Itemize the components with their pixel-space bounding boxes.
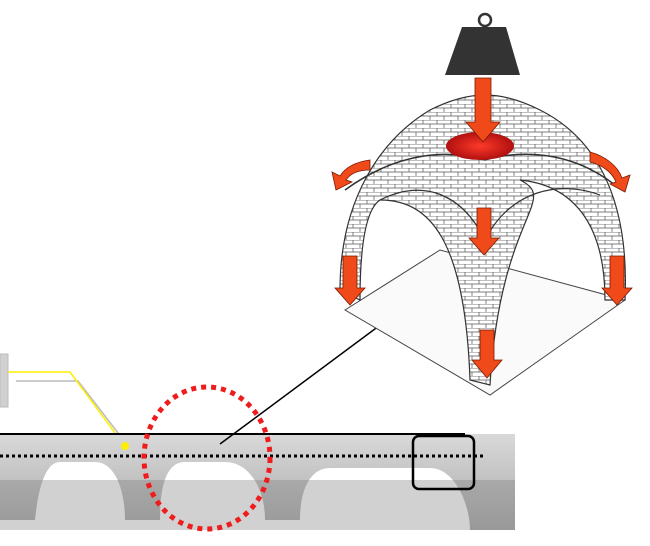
force-arrow-icon (468, 207, 500, 256)
force-arrows (331, 77, 633, 379)
load-zone (446, 132, 514, 160)
concrete-slab (0, 433, 515, 530)
rotation-arrow-icon (589, 151, 631, 193)
edge-detail-box (411, 434, 476, 491)
label-box (0, 353, 9, 408)
force-arrow-icon (601, 255, 633, 306)
rotation-arrow-icon (331, 159, 371, 191)
leader-line-grey (16, 380, 126, 443)
force-arrow-icon (465, 77, 501, 143)
highlight-circle (141, 384, 273, 532)
leader-line-yellow (8, 371, 125, 446)
weight-icon (445, 12, 520, 75)
yellow-marker-dot (121, 442, 129, 450)
force-arrow-icon (334, 255, 366, 306)
force-arrow-icon (471, 329, 503, 379)
